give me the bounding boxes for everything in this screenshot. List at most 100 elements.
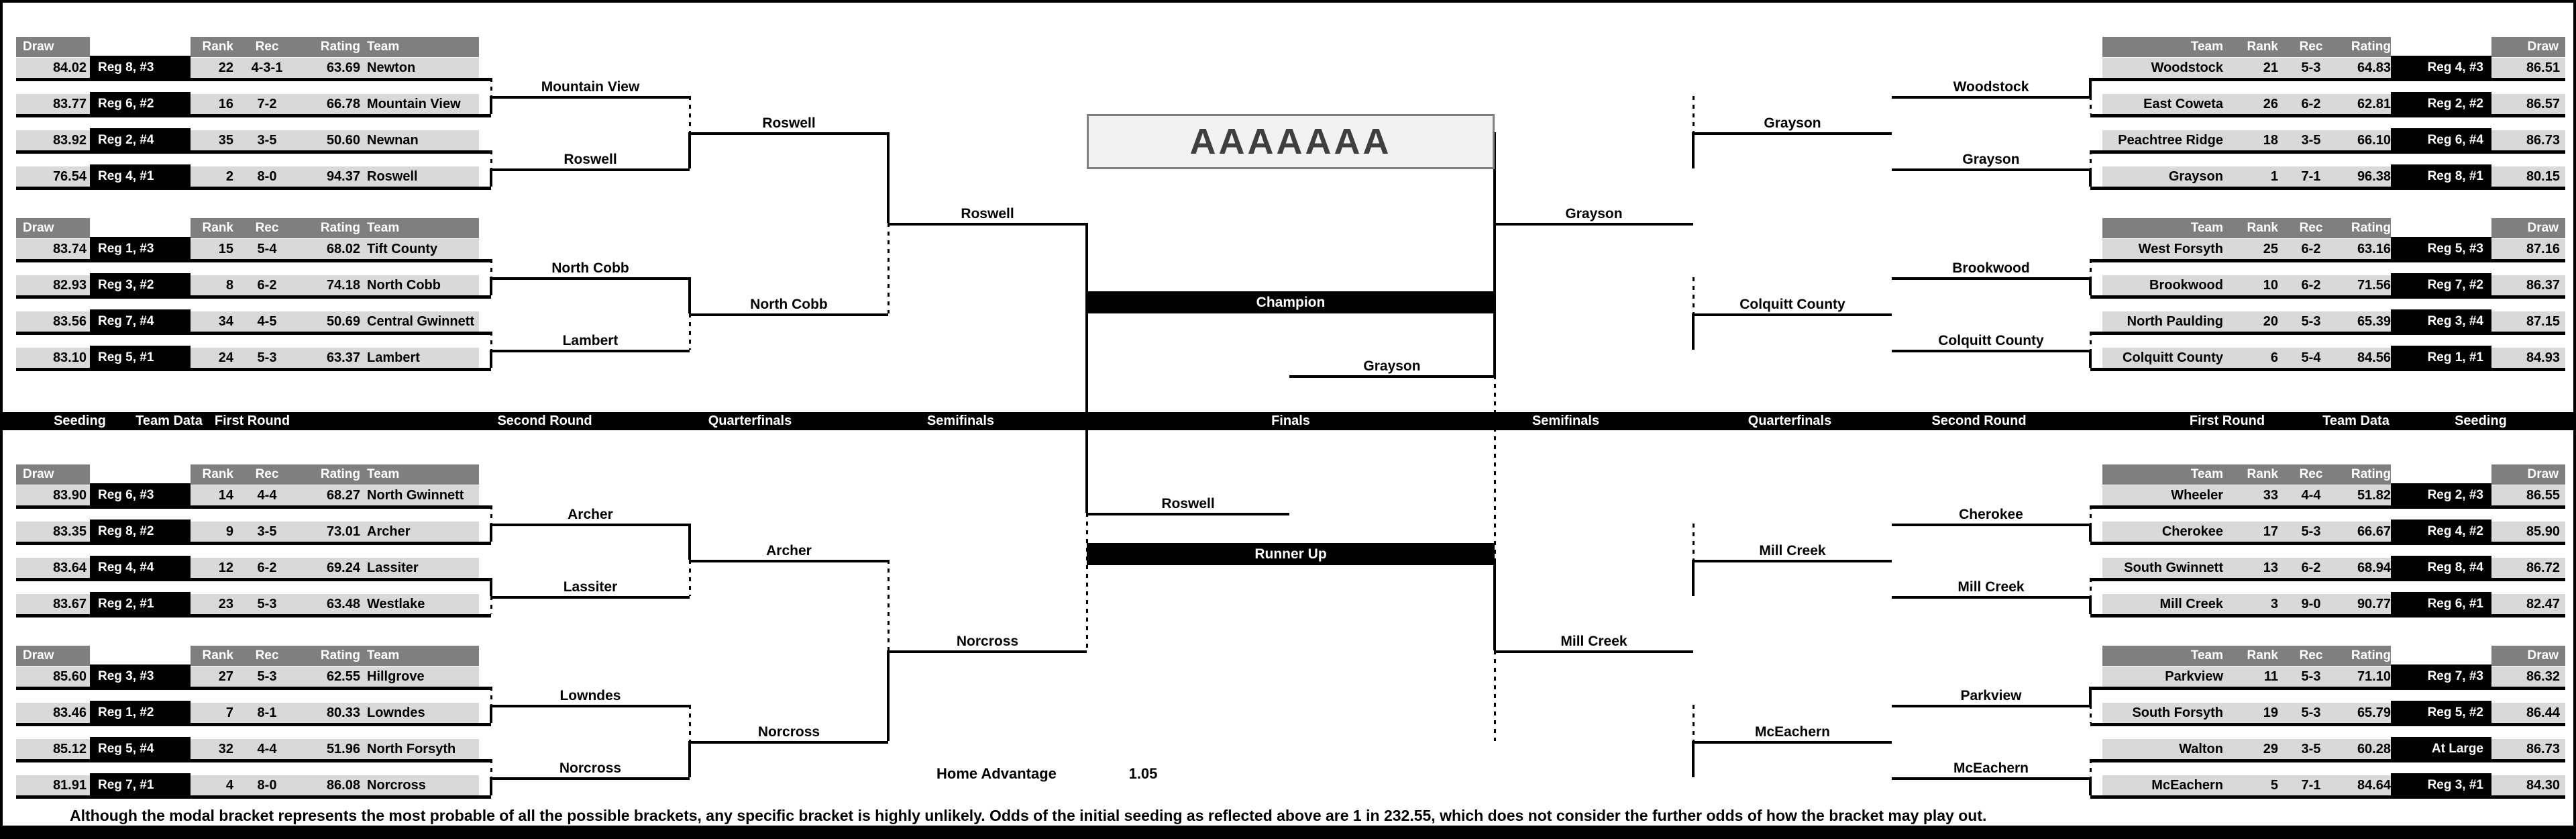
- bracket-connector-dotted: [2090, 332, 2092, 350]
- row-underline: [16, 295, 491, 299]
- bracket-line: [1892, 168, 2090, 171]
- bracket-connector-dotted: [490, 78, 492, 96]
- rank-cell: 11: [2263, 669, 2278, 684]
- rank-cell: 17: [2263, 524, 2278, 539]
- rec-cell: 6-2: [2301, 97, 2321, 111]
- bracket-connector-solid: [2089, 168, 2092, 187]
- rec-cell: 4-3-1: [251, 60, 283, 75]
- draw-cell: 86.32: [2526, 669, 2560, 684]
- table-header-rating: Rating: [297, 646, 360, 666]
- round-label: Seeding: [54, 413, 106, 428]
- bracket-connector-dotted: [1693, 96, 1695, 132]
- team-cell: Hillgrove: [367, 669, 425, 684]
- bracket-connector-dotted: [2090, 578, 2092, 596]
- row-underline: [2090, 795, 2565, 799]
- seed-cell: Reg 4, #3: [2391, 56, 2491, 80]
- rec-cell: 6-2: [2301, 560, 2321, 575]
- seed-cell: Reg 2, #1: [90, 592, 191, 616]
- winner-label: North Cobb: [750, 297, 828, 312]
- row-underline: [16, 150, 491, 154]
- team-cell: North Gwinnett: [367, 488, 464, 503]
- winner-label: Lowndes: [559, 688, 621, 703]
- draw-cell: 83.77: [52, 97, 87, 111]
- bracket-connector-dotted: [2090, 150, 2092, 168]
- bracket-connector-dotted: [689, 96, 691, 132]
- rank-cell: 34: [218, 314, 233, 329]
- rank-cell: 9: [225, 524, 233, 539]
- round-label: Second Round: [1931, 413, 2027, 428]
- draw-cell: 83.56: [52, 314, 87, 329]
- rank-cell: 8: [225, 278, 233, 293]
- rec-cell: 3-5: [257, 524, 277, 539]
- seed-cell: Reg 8, #1: [2391, 164, 2491, 189]
- rating-cell: 66.10: [2357, 133, 2391, 148]
- winner-label: Archer: [766, 543, 812, 558]
- table-header-rating: Rating: [297, 464, 360, 485]
- seed-cell: Reg 4, #2: [2391, 520, 2491, 544]
- bracket-connector-solid: [2089, 777, 2092, 795]
- round-label: Seeding: [2455, 413, 2507, 428]
- rank-cell: 25: [2263, 242, 2278, 256]
- team-cell: Norcross: [367, 778, 426, 793]
- winner-label: Grayson: [1565, 206, 1623, 221]
- bracket-connector-dotted: [1693, 277, 1695, 313]
- round-label: Second Round: [497, 413, 592, 428]
- bracket-connector-dotted: [490, 332, 492, 350]
- bracket-connector-solid: [2089, 277, 2092, 295]
- rec-cell: 5-3: [257, 350, 277, 365]
- winner-label: Norcross: [956, 634, 1019, 649]
- bracket-connector-dotted: [1693, 524, 1695, 560]
- team-cell: South Forsyth: [2132, 705, 2223, 720]
- team-cell: North Forsyth: [367, 742, 456, 756]
- rating-cell: 50.69: [326, 314, 360, 329]
- rating-cell: 80.33: [326, 705, 360, 720]
- bracket-line: [491, 596, 690, 599]
- winner-label: Mountain View: [541, 79, 640, 95]
- bracket-line: [1693, 313, 1892, 316]
- team-cell: Lassiter: [367, 560, 419, 575]
- row-underline: [16, 723, 491, 726]
- rec-cell: 5-4: [2301, 350, 2321, 365]
- team-cell: Cherokee: [2161, 524, 2223, 539]
- table-header-rating: Rating: [2340, 464, 2391, 485]
- table-header-rec: Rec: [237, 646, 297, 666]
- row-underline: [16, 78, 491, 81]
- seed-cell: Reg 7, #1: [90, 773, 191, 797]
- row-underline: [16, 578, 491, 581]
- row-underline: [16, 368, 491, 371]
- bracket-connector-dotted: [490, 759, 492, 777]
- champion-bar: Champion: [1087, 291, 1495, 313]
- rec-cell: 5-3: [2301, 524, 2321, 539]
- seed-cell: Reg 3, #2: [90, 273, 191, 297]
- row-underline: [2090, 578, 2565, 581]
- rec-cell: 9-0: [2301, 597, 2321, 611]
- draw-cell: 87.15: [2526, 314, 2560, 329]
- seed-cell: At Large: [2391, 737, 2491, 761]
- winner-label: Archer: [568, 507, 613, 522]
- table-header-rec: Rec: [2282, 464, 2340, 485]
- bracket-connector-dotted: [490, 505, 492, 524]
- rank-cell: 13: [2263, 560, 2278, 575]
- rank-cell: 3: [2270, 597, 2278, 611]
- winner-label: Colquitt County: [1739, 297, 1845, 312]
- rec-cell: 4-4: [2301, 488, 2321, 503]
- seed-cell: Reg 6, #1: [2391, 592, 2491, 616]
- rank-cell: 4: [225, 778, 233, 793]
- table-header-team: Team: [2102, 37, 2223, 57]
- rating-cell: 71.56: [2357, 278, 2391, 293]
- bracket-line: [690, 132, 888, 135]
- seed-cell: Reg 3, #3: [90, 664, 191, 689]
- team-cell: Central Gwinnett: [367, 314, 475, 329]
- draw-cell: 83.46: [52, 705, 87, 720]
- winner-label: Roswell: [961, 206, 1014, 221]
- row-underline: [16, 505, 491, 509]
- rating-cell: 69.24: [326, 560, 360, 575]
- rating-cell: 96.38: [2357, 169, 2391, 184]
- winner-label: Norcross: [757, 724, 820, 740]
- draw-cell: 81.91: [52, 778, 87, 793]
- draw-cell: 83.92: [52, 133, 87, 148]
- team-cell: Colquitt County: [2123, 350, 2223, 365]
- bracket-connector-solid: [1692, 313, 1695, 350]
- bracket-connector-dotted: [490, 150, 492, 168]
- bracket-line: [1495, 223, 1693, 226]
